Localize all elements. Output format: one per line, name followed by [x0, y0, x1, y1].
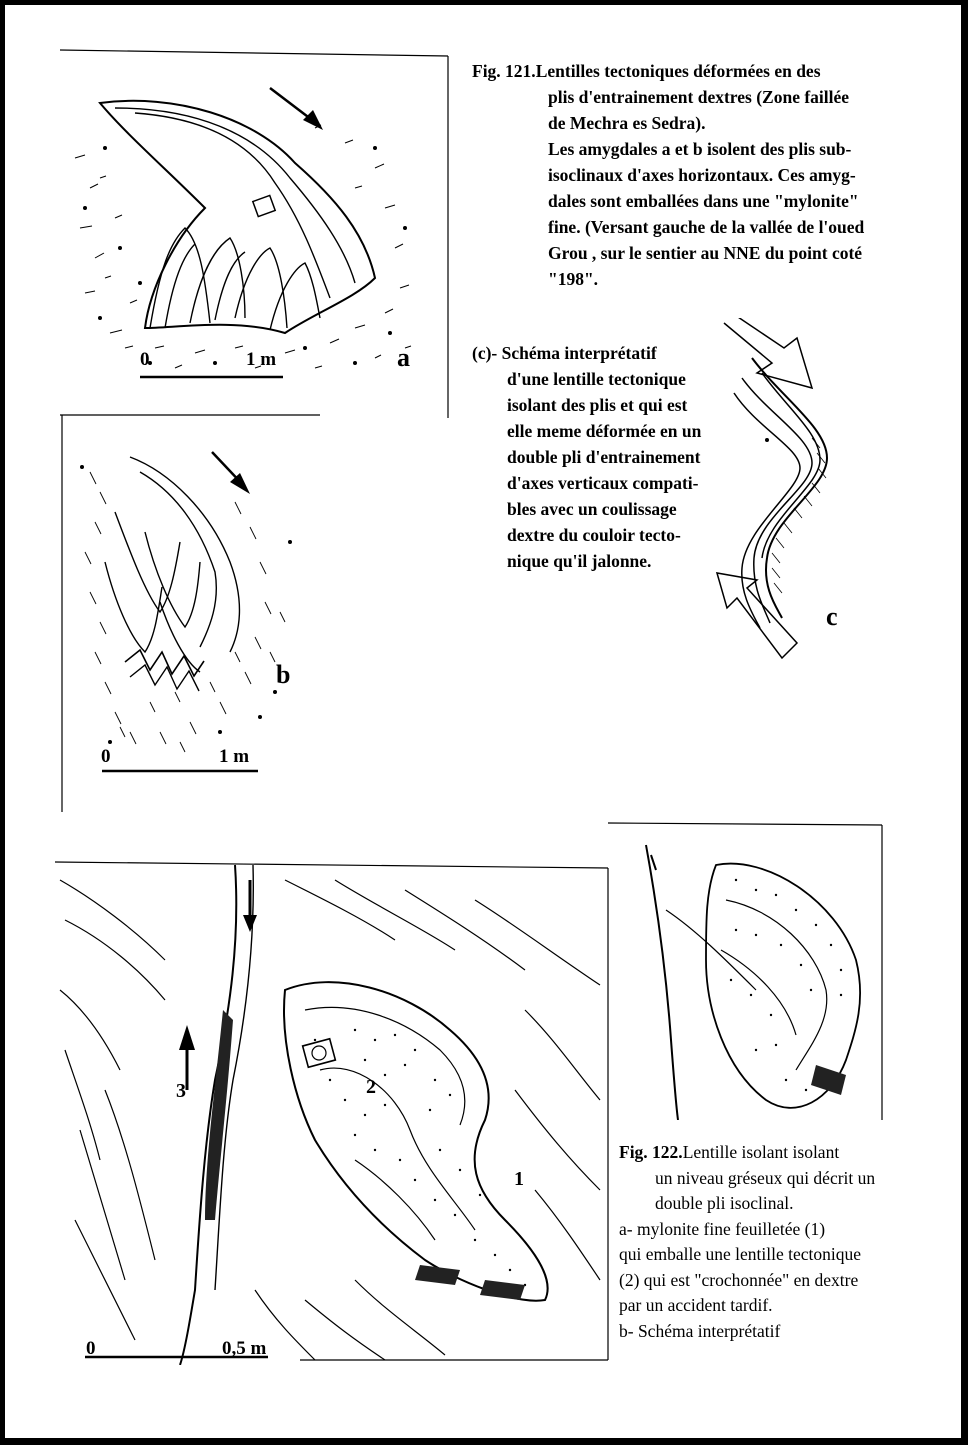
- fig121-caption-line-5: isoclinaux d'axes horizontaux. Ces amyg-: [472, 162, 864, 188]
- figure-label-b: b: [276, 660, 290, 690]
- figure-c-schema: [712, 318, 842, 688]
- schema-c-line-3: isolant des plis et qui est: [472, 392, 701, 418]
- page-border-right: [961, 0, 968, 1445]
- page-border-left: [0, 0, 5, 1445]
- figure-b-sketch: [60, 412, 320, 817]
- schema-c-line-6: d'axes verticaux compati-: [472, 470, 701, 496]
- fig122-caption-line-6: (2) qui est "crochonnée" en dextre: [619, 1268, 875, 1294]
- marker-3: 3: [176, 1080, 186, 1103]
- fig121-title: Lentilles tectoniques déformées en des: [536, 61, 821, 81]
- schema-c-line-2: d'une lentille tectonique: [472, 366, 701, 392]
- fig122-caption: Fig. 122.Lentille isolant isolant un niv…: [619, 1140, 875, 1344]
- fig122-caption-line-5: qui emballe une lentille tectonique: [619, 1242, 875, 1268]
- fig122-caption-line-7: par un accident tardif.: [619, 1293, 875, 1319]
- scale-122-length: 0,5 m: [222, 1338, 266, 1360]
- fig122-caption-line-4: a- mylonite fine feuilletée (1): [619, 1217, 875, 1243]
- scale-122-zero: 0: [86, 1338, 96, 1360]
- fig121-caption: Fig. 121.Lentilles tectoniques déformées…: [472, 58, 864, 292]
- figure-label-a: a: [397, 343, 410, 373]
- page-border-bottom: [0, 1438, 968, 1445]
- figure-label-c: c: [826, 602, 838, 632]
- scale-a-zero: 0: [140, 349, 150, 371]
- schema-c-line-4: elle meme déformée en un: [472, 418, 701, 444]
- fig122-number: Fig. 122.: [619, 1142, 683, 1162]
- figure-122-b-schema: [606, 820, 886, 1120]
- fig122-title: Lentille isolant isolant: [683, 1142, 840, 1162]
- fig121-caption-line-7: fine. (Versant gauche de la vallée de l'…: [472, 214, 864, 240]
- marker-1: 1: [514, 1168, 524, 1191]
- schema-c-line-9: nique qu'il jalonne.: [472, 548, 701, 574]
- schema-c-line-7: bles avec un coulissage: [472, 496, 701, 522]
- fig121-caption-line-8: Grou , sur le sentier au NNE du point co…: [472, 240, 864, 266]
- fig122-caption-line-3: double pli isoclinal.: [619, 1191, 875, 1217]
- fig121-caption-line-3: de Mechra es Sedra).: [472, 110, 864, 136]
- fig121-caption-line-9: "198".: [472, 266, 864, 292]
- schema-c-caption: (c)- Schéma interprétatif d'une lentille…: [472, 340, 701, 574]
- fig121-caption-line-1: Fig. 121.Lentilles tectoniques déformées…: [472, 58, 864, 84]
- marker-2: 2: [366, 1076, 376, 1099]
- fig121-caption-line-4: Les amygdales a et b isolent des plis su…: [472, 136, 864, 162]
- fig121-caption-line-6: dales sont emballées dans une "mylonite": [472, 188, 864, 214]
- fig121-number: Fig. 121.: [472, 61, 536, 81]
- scale-b-zero: 0: [101, 746, 111, 768]
- schema-c-line-5: double pli d'entrainement: [472, 444, 701, 470]
- scale-a-length: 1 m: [246, 349, 276, 371]
- schema-c-line-1: (c)- Schéma interprétatif: [472, 340, 701, 366]
- figure-122-a-sketch: [55, 860, 610, 1365]
- scale-b-length: 1 m: [219, 746, 249, 768]
- page-border-top: [0, 0, 968, 5]
- fig122-caption-line-1: Fig. 122.Lentille isolant isolant: [619, 1140, 875, 1166]
- fig122-caption-line-2: un niveau gréseux qui décrit un: [619, 1166, 875, 1192]
- schema-c-line-8: dextre du couloir tecto-: [472, 522, 701, 548]
- fig122-caption-line-8: b- Schéma interprétatif: [619, 1319, 875, 1345]
- fig121-caption-line-2: plis d'entrainement dextres (Zone faillé…: [472, 84, 864, 110]
